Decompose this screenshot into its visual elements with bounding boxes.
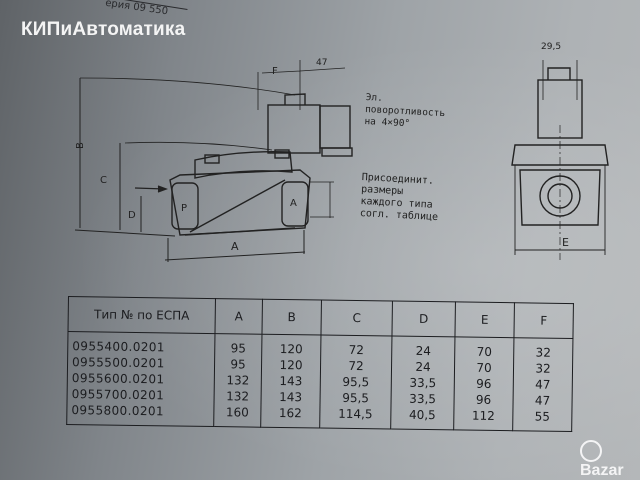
table-cell: 24	[415, 343, 432, 359]
header-b: B	[261, 299, 322, 336]
table-cell: 162	[278, 405, 302, 421]
table-cell: 95	[230, 357, 246, 372]
table-cell: 33,5	[409, 391, 437, 407]
table-cell: 95	[230, 341, 247, 356]
table-cell: 0955400.0201	[72, 339, 165, 355]
header-type: Тип № по ЕСПА	[68, 296, 216, 334]
table-cell: 95,5	[342, 374, 370, 390]
table-cell: 0955700.0201	[71, 387, 165, 403]
table-cell: 0955800.0201	[71, 403, 165, 419]
logo-circle-icon	[580, 440, 602, 462]
note-connection: Присоединит. размеры каждого типа согл. …	[359, 172, 440, 224]
dim-d-label: D	[128, 210, 136, 221]
table-cell: 120	[279, 341, 303, 357]
dim-e-label: E	[562, 236, 569, 249]
note-rotation: Эл. поворотливость на 4×90°	[364, 92, 446, 132]
dim-f-value: 47	[316, 58, 328, 68]
table-cell: 47	[535, 377, 551, 392]
side-view	[74, 60, 353, 262]
table-cell: 32	[535, 361, 551, 376]
table-cell: 114,5	[338, 406, 373, 422]
table-cell: 0955500.0201	[71, 355, 165, 371]
table-cell: 120	[279, 357, 303, 373]
header-f: F	[513, 302, 574, 339]
corner-logo-text: Bazar	[580, 462, 624, 479]
table-cell: 72	[348, 342, 365, 358]
dim-f-label: F	[272, 66, 278, 77]
table-cell: 96	[475, 392, 492, 407]
table-cell: 143	[279, 389, 303, 405]
table-cell: 55	[534, 409, 551, 424]
header-d: D	[391, 301, 456, 337]
table-cell: 132	[226, 389, 250, 404]
table-cell: 96	[476, 376, 492, 391]
table-cell: 72	[348, 358, 364, 374]
table-cell: 70	[476, 360, 492, 375]
header-e: E	[454, 301, 515, 338]
dim-c-label: C	[100, 175, 107, 186]
dim-a-label: A	[231, 240, 239, 253]
table-cell: 40,5	[408, 407, 436, 423]
table-cell: 32	[535, 345, 551, 360]
port-p-label: P	[181, 203, 188, 214]
table-cell: 160	[225, 405, 249, 420]
port-a-label: A	[290, 198, 297, 209]
header-c: C	[320, 300, 393, 337]
table-cell: 132	[226, 373, 250, 388]
watermark-brand: КИПиАвтоматика	[21, 19, 186, 40]
table-cell: 143	[279, 373, 303, 389]
table-cell: 33,5	[409, 375, 437, 391]
table-cell: 95,5	[342, 390, 370, 406]
front-view	[511, 60, 609, 260]
table-cell: 47	[534, 393, 551, 408]
corner-logo: Bazar	[580, 440, 640, 480]
header-a: A	[214, 298, 263, 335]
table-cell: 70	[476, 344, 492, 359]
table-cell: 0955600.0201	[71, 371, 165, 387]
dim-b-label: B	[74, 142, 86, 149]
dim-width-value: 29,5	[541, 42, 562, 52]
table-cell: 24	[415, 359, 431, 375]
table-cell: 112	[471, 408, 495, 423]
